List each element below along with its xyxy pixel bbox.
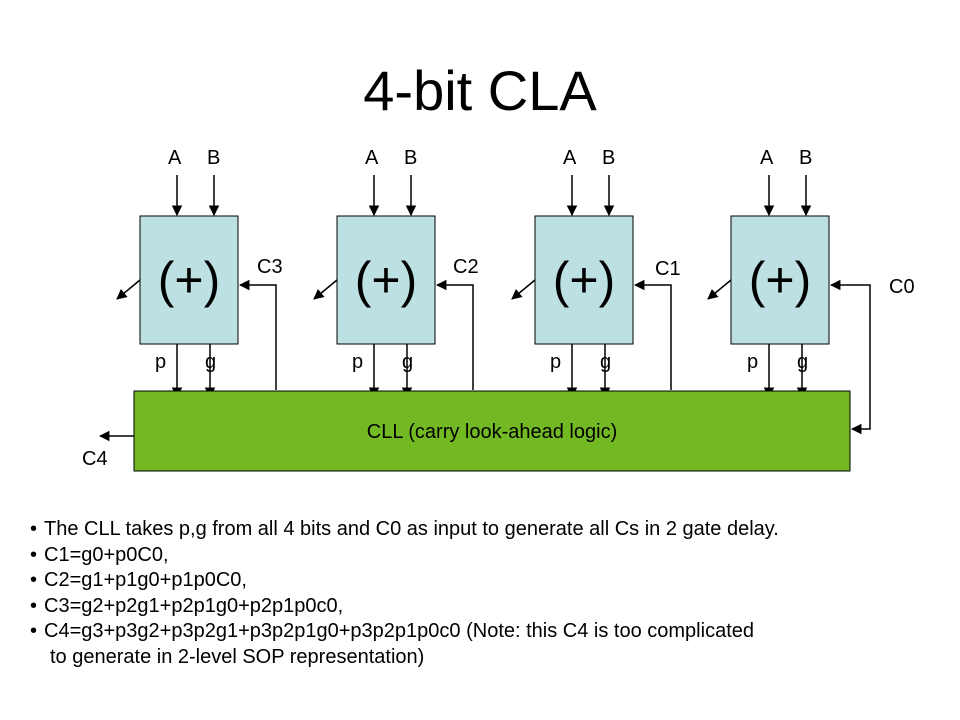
cll-label: CLL (carry look-ahead logic)	[367, 421, 617, 443]
input-b-label: B	[404, 147, 417, 169]
adder-box	[139, 215, 239, 345]
adder-symbol: (+)	[749, 252, 812, 308]
carry-c2-wire	[435, 279, 474, 390]
bullet-continuation: to generate in 2-level SOP representatio…	[50, 645, 425, 668]
input-a-label: A	[365, 147, 379, 169]
adder-symbol: (+)	[553, 252, 616, 308]
carry-c3-wire	[238, 279, 277, 390]
bullet-text: The CLL takes p,g from all 4 bits and C0…	[44, 518, 779, 540]
adder-bit-3: A B (+) p g C3	[116, 147, 283, 399]
carry-c1-wire	[633, 279, 672, 390]
output-p-label: p	[155, 351, 166, 373]
list-item: The CLL takes p,g from all 4 bits and C0…	[30, 517, 779, 543]
adder-box	[534, 215, 634, 345]
adder-symbol: (+)	[355, 252, 418, 308]
adder-box	[730, 215, 830, 345]
carry-c0-wire	[829, 279, 871, 435]
carry-c4-label: C4	[82, 448, 108, 470]
input-a-label: A	[760, 147, 774, 169]
bullet-text: C2=g1+p1g0+p1p0C0,	[44, 569, 247, 591]
explanation-list: The CLL takes p,g from all 4 bits and C0…	[30, 517, 779, 670]
adder-bit-2: A B (+) p g C2	[313, 147, 479, 399]
sum-output-arrow	[313, 279, 338, 300]
carry-c0-label: C0	[889, 276, 915, 298]
list-item: C4=g3+p3g2+p3p2g1+p3p2p1g0+p3p2p1p0c0 (N…	[30, 619, 779, 670]
page-title: 4-bit CLA	[363, 59, 597, 122]
output-p-label: p	[352, 351, 363, 373]
list-item: C2=g1+p1g0+p1p0C0,	[30, 568, 779, 594]
input-a-label: A	[168, 147, 182, 169]
adder-bit-0: A B (+) p g	[707, 147, 830, 399]
carry-c3-label: C3	[257, 256, 283, 278]
list-item: C3=g2+p2g1+p2p1g0+p2p1p0c0,	[30, 594, 779, 620]
cll-block	[133, 390, 851, 472]
input-b-label: B	[207, 147, 220, 169]
bullet-text: C1=g0+p0C0,	[44, 543, 169, 566]
input-a-label: A	[563, 147, 577, 169]
adder-bit-1: A B (+) p g C1	[511, 147, 681, 399]
carry-c2-label: C2	[453, 256, 479, 278]
adder-symbol: (+)	[158, 252, 221, 308]
sum-output-arrow	[116, 279, 141, 300]
bullet-text: C4=g3+p3g2+p3p2g1+p3p2p1g0+p3p2p1p0c0 (N…	[44, 620, 754, 642]
sum-output-arrow	[511, 279, 536, 300]
output-p-label: p	[550, 351, 561, 373]
carry-c1-label: C1	[655, 258, 681, 280]
list-item: C1=g0+p0C0,	[30, 543, 779, 569]
input-b-label: B	[799, 147, 812, 169]
bullet-text: C3=g2+p2g1+p2p1g0+p2p1p0c0,	[44, 594, 344, 617]
input-b-label: B	[602, 147, 615, 169]
sum-output-arrow	[707, 279, 732, 300]
output-p-label: p	[747, 351, 758, 373]
